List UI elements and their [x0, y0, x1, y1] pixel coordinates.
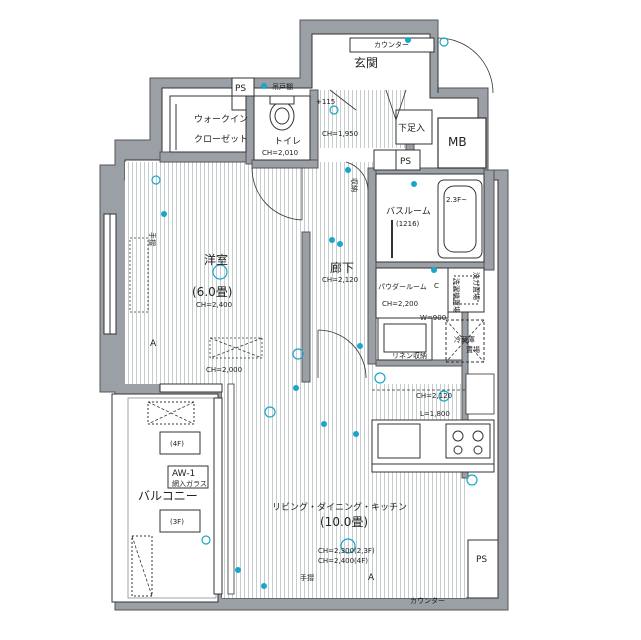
room-label-ch1950: CH=1,950 — [322, 130, 358, 138]
room-label-bath-floor: 2.3F~ — [446, 196, 467, 204]
room-label-toilet-ch: CH=2,010 — [262, 149, 298, 157]
room-label-f4: (4F) — [170, 440, 184, 448]
room-label-counter-top: カウンター — [374, 40, 409, 49]
room-label-mb: MB — [448, 135, 467, 149]
room-label-f3: (3F) — [170, 518, 184, 526]
room-label-tesuri-bottom: 手摺 — [300, 573, 314, 582]
room-label-washroom-ch: CH=2,200 — [382, 300, 418, 308]
room-label-rouka: 廊下 — [330, 260, 354, 275]
room-label-ch115: +115 — [316, 98, 335, 106]
room-label-rouka-ch: CH=2,120 — [322, 276, 358, 284]
room-label-w900: W=900 — [420, 314, 446, 322]
room-label-reizoko-2: 置場 — [466, 345, 480, 354]
room-label-mark-a-bottom: A — [368, 573, 375, 583]
room-label-walkin-1: ウォークイン — [194, 114, 248, 125]
room-label-washroom: パウダールーム — [378, 282, 427, 291]
room-label-toilet: トイレ — [274, 137, 301, 147]
room-label-ps-center: PS — [400, 157, 411, 167]
room-label-yoshitsu-ch2: CH=2,000 — [206, 366, 242, 374]
room-label-linen: リネン収納 — [392, 351, 427, 360]
room-label-bath: バスルーム — [386, 206, 431, 217]
room-label-ps-top-left: PS — [235, 84, 246, 94]
room-label-aw1-sub: 網入ガラス — [172, 479, 207, 488]
room-label-l1800: L=1,800 — [420, 410, 450, 418]
genkan-floor — [318, 90, 406, 148]
room-label-yoshitsu: 洋室 — [204, 252, 228, 267]
room-label-hanger: 吊戸棚 — [272, 82, 293, 91]
room-label-tesuri: 手摺 — [148, 232, 157, 246]
room-label-ldk-ch2: CH=2,400(4F) — [318, 557, 368, 565]
room-label-yoshitsu-size: (6.0畳) — [192, 285, 232, 299]
room-label-mark-a-left: A — [150, 339, 157, 349]
room-label-shita-soku: 下足入 — [398, 123, 425, 134]
room-label-yoshitsu-ch: CH=2,400 — [196, 301, 232, 309]
room-label-shuno: 収納 — [350, 178, 359, 192]
room-label-genkan: 玄関 — [354, 55, 378, 70]
room-label-counter-bottom: カウンター — [410, 596, 445, 605]
room-label-bath-size: (1216) — [396, 220, 420, 228]
room-label-ldk: リビング・ダイニング・キッチン — [272, 501, 407, 513]
room-label-ldk-ch1: CH=2,300(2,3F) — [318, 547, 375, 555]
room-label-balcony: バルコニー — [138, 489, 198, 503]
room-label-ps-bottom-right: PS — [476, 555, 487, 565]
room-label-walkin-2: クローゼット — [194, 133, 248, 145]
room-label-washer: 洗濯機置場 — [452, 278, 461, 313]
yoshitsu-floor — [125, 162, 310, 384]
room-label-washer-ps: 洗ガ置場 — [472, 272, 481, 300]
room-label-reizoko-1: 冷蔵庫 — [454, 335, 475, 344]
balcony-area — [111, 393, 219, 603]
room-label-kitchen-ch: CH=2,120 — [416, 392, 452, 400]
rouka-floor — [310, 162, 376, 384]
room-label-mark-c: C — [434, 282, 439, 290]
room-label-ldk-size: (10.0畳) — [320, 515, 368, 529]
room-label-aw1: AW-1 — [172, 469, 195, 479]
